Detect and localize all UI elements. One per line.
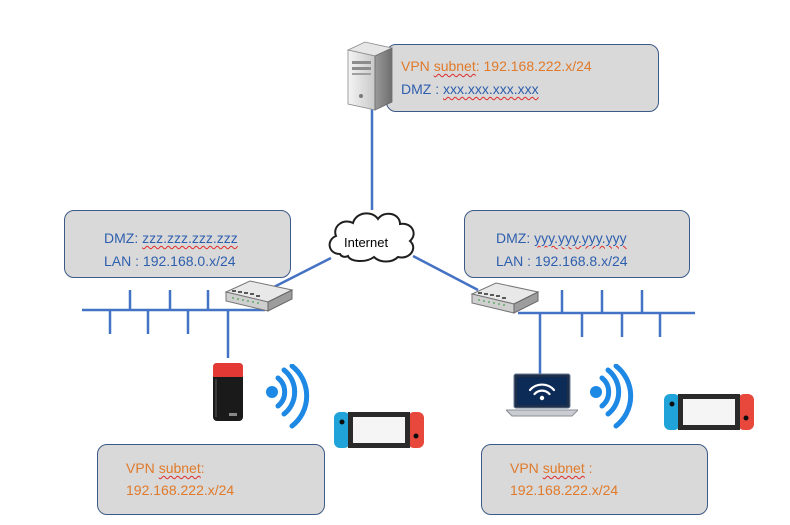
- left-vpn-subnet-label: VPN subnet:: [126, 460, 205, 476]
- smart-speaker-icon: [213, 363, 243, 421]
- right-site-info-box: [464, 210, 690, 278]
- right-lan-text: LAN : 192.168.8.x/24: [496, 253, 628, 269]
- internet-to-right-router-link: [412, 254, 479, 292]
- left-router-icon: [224, 280, 294, 312]
- left-lan-text: LAN : 192.168.0.x/24: [104, 253, 236, 269]
- right-vpn-info-box: [481, 444, 708, 515]
- right-router-icon: [470, 282, 540, 314]
- right-vpn-subnet-label: VPN subnet :: [510, 460, 593, 476]
- left-game-console-icon: [334, 412, 424, 448]
- server-info-box: [386, 44, 659, 112]
- server-dmz-text: DMZ : xxx.xxx.xxx.xxx: [401, 81, 539, 97]
- right-wifi-signal-icon: [590, 364, 634, 429]
- server-vpn-subnet-text: VPN subnet: 192.168.222.x/24: [401, 58, 592, 74]
- internet-label: Internet: [344, 235, 389, 250]
- left-vpn-info-box: [97, 444, 325, 515]
- internet-to-left-router-link: [267, 256, 332, 292]
- laptop-icon: [506, 373, 578, 417]
- internet-cloud-icon: [328, 212, 415, 263]
- left-dmz-text: DMZ: zzz.zzz.zzz.zzz: [104, 230, 238, 246]
- right-dmz-text: DMZ: yyy.yyy.yyy.yyy: [496, 230, 627, 246]
- left-wifi-signal-icon: [266, 364, 310, 429]
- right-vpn-subnet-value: 192.168.222.x/24: [510, 482, 619, 498]
- left-vpn-subnet-value: 192.168.222.x/24: [126, 482, 235, 498]
- left-site-info-box: [64, 210, 291, 278]
- right-game-console-icon: [664, 394, 754, 430]
- server-tower-icon: [346, 41, 394, 111]
